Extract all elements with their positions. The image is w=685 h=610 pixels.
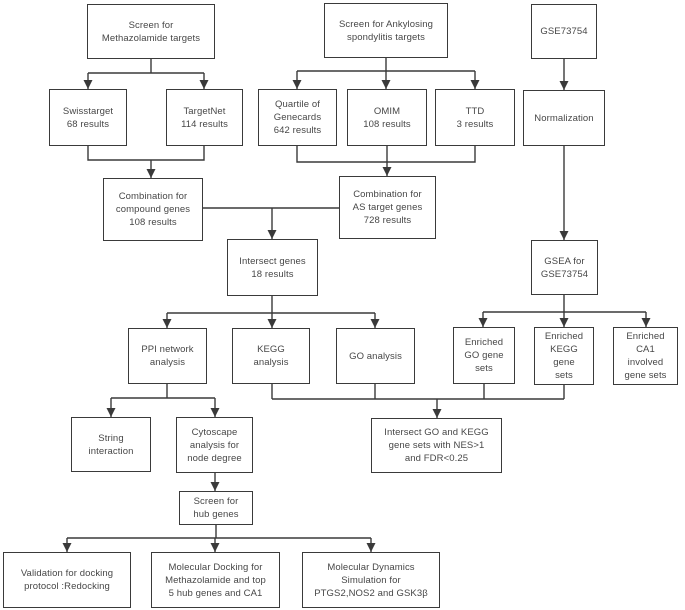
node-string-interaction: String interaction [71, 417, 151, 472]
node-enriched-go-gene-sets: Enriched GO gene sets [453, 327, 515, 384]
rail-ppi-split [111, 384, 215, 399]
node-gse73754: GSE73754 [531, 4, 597, 59]
node-normalization: Normalization [523, 90, 605, 146]
node-enriched-ca1-involved-gene-sets: Enriched CA1 involved gene sets [613, 327, 678, 385]
rail-methazolamide-split [88, 59, 204, 74]
rail-hub-split [67, 525, 371, 539]
node-swisstarget: Swisstarget 68 results [49, 89, 127, 146]
node-go-analysis: GO analysis [336, 328, 415, 384]
rail-as-merge [296, 146, 476, 163]
node-intersect-go-kegg-gene-sets: Intersect GO and KEGG gene sets with NES… [371, 418, 502, 473]
node-screen-for-hub-genes: Screen for hub genes [179, 491, 253, 525]
node-omim: OMIM 108 results [347, 89, 427, 146]
node-targetnet: TargetNet 114 results [166, 89, 243, 146]
node-cytoscape-analysis: Cytoscape analysis for node degree [176, 417, 253, 473]
node-molecular-dynamics-simulation: Molecular Dynamics Simulation for PTGS2,… [302, 552, 440, 608]
node-ttd: TTD 3 results [435, 89, 515, 146]
rail-go-kegg-merge [271, 384, 565, 400]
rail-compound-merge [87, 146, 205, 161]
node-combination-as-target-genes: Combination for AS target genes 728 resu… [339, 176, 436, 239]
node-quartile-genecards: Quartile of Genecards 642 results [258, 89, 337, 146]
node-molecular-docking: Molecular Docking for Methazolamide and … [151, 552, 280, 608]
node-screen-methazolamide-targets: Screen for Methazolamide targets [87, 4, 215, 59]
node-screen-ankylosing-spondylitis-targets: Screen for Ankylosing spondylitis target… [324, 3, 448, 58]
node-intersect-genes: Intersect genes 18 results [227, 239, 318, 296]
node-gsea-for-gse73754: GSEA for GSE73754 [531, 240, 598, 295]
rail-intersect-split [167, 296, 375, 314]
node-validation-docking-protocol: Validation for docking protocol :Redocki… [3, 552, 131, 608]
rail-ankylosing-split [297, 58, 475, 72]
node-combination-compound-genes: Combination for compound genes 108 resul… [103, 178, 203, 241]
node-ppi-network-analysis: PPI network analysis [128, 328, 207, 384]
rail-gsea-split [483, 295, 646, 313]
node-kegg-analysis: KEGG analysis [232, 328, 310, 384]
node-enriched-kegg-gene-sets: Enriched KEGG gene sets [534, 327, 594, 385]
